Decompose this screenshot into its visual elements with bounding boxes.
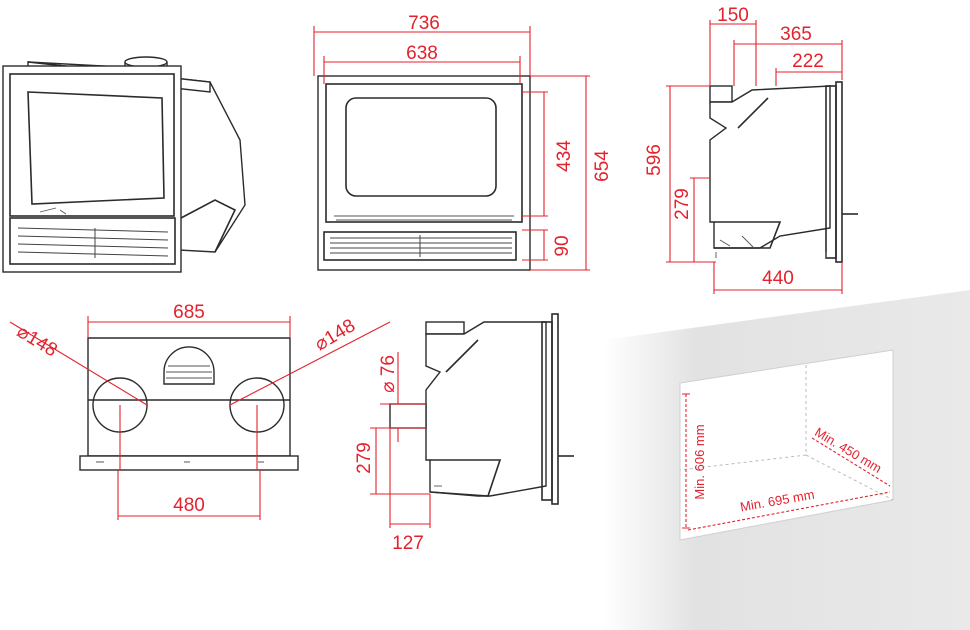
top-width-label: 685 bbox=[173, 302, 205, 323]
top-view bbox=[9, 316, 391, 520]
top-duct-spacing-label: 480 bbox=[173, 495, 205, 516]
front-grille-height-label: 90 bbox=[552, 235, 573, 256]
side-total-height-label: 596 bbox=[644, 144, 665, 176]
top-duct-right-label: ⌀148 bbox=[311, 315, 359, 355]
niche-view bbox=[604, 290, 970, 630]
side-frame-depth-label: 222 bbox=[792, 51, 824, 72]
front-view bbox=[313, 26, 590, 271]
inlet-diameter-label: ⌀ 76 bbox=[378, 355, 399, 393]
niche-height-label: Min. 606 mm bbox=[692, 424, 707, 499]
isometric-view bbox=[2, 56, 246, 273]
front-glass-height-label: 434 bbox=[554, 140, 575, 172]
side-inlet-height-label: 279 bbox=[672, 188, 693, 220]
front-overall-width-label: 736 bbox=[408, 13, 440, 34]
inlet-offset-label: 127 bbox=[392, 533, 424, 554]
side-view-inlet bbox=[370, 313, 574, 528]
side-flue-width-label: 150 bbox=[717, 5, 749, 26]
inlet-height-label: 279 bbox=[354, 442, 375, 474]
front-overall-height-label: 654 bbox=[592, 150, 613, 182]
top-duct-left-label: ⌀148 bbox=[13, 321, 61, 361]
side-view bbox=[666, 20, 858, 294]
side-top-depth-label: 365 bbox=[780, 24, 812, 45]
front-glass-width-label: 638 bbox=[406, 43, 438, 64]
side-bottom-depth-label: 440 bbox=[762, 268, 794, 289]
